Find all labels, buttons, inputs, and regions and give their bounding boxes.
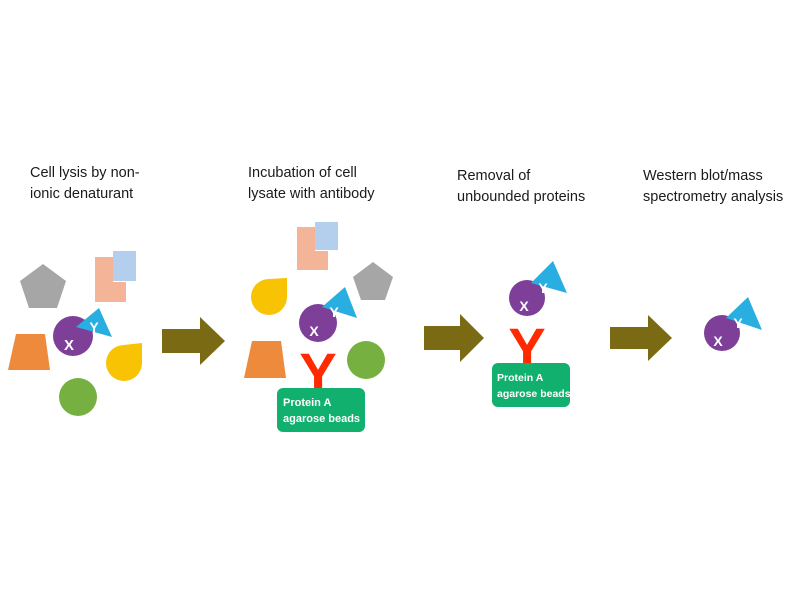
step-1-lysate: X Y xyxy=(8,251,142,416)
green-circle-protein xyxy=(347,341,385,379)
beads-box xyxy=(277,388,365,432)
step-4-analysis: X Y xyxy=(704,297,762,351)
l-shape-protein xyxy=(297,227,328,270)
arrow-3 xyxy=(610,315,672,361)
step-3-removal: X Y Y Protein A agarose beads xyxy=(492,261,571,407)
beads-label-line1: Protein A xyxy=(283,397,332,409)
protein-x-label: X xyxy=(519,298,529,314)
blue-square-protein xyxy=(113,251,136,281)
beads-label-line1: Protein A xyxy=(497,372,544,384)
protein-x-label: X xyxy=(309,323,319,339)
step-1-title: Cell lysis by non- ionic denaturant xyxy=(30,165,140,202)
step-2-incubation: X Y Y Protein A agarose beads xyxy=(244,222,393,432)
blue-square-protein xyxy=(315,222,338,250)
trapezoid-protein xyxy=(8,334,50,370)
xy-complex: X Y xyxy=(299,287,357,342)
protein-x xyxy=(299,304,337,342)
step-2-title: Incubation of cell lysate with antibody xyxy=(248,165,375,202)
xy-complex: X Y xyxy=(53,308,112,356)
protein-x xyxy=(509,280,545,316)
protein-y xyxy=(531,261,567,293)
pentagon-protein xyxy=(20,264,66,308)
beads-label-line2: agarose beads xyxy=(497,388,571,400)
protein-y xyxy=(76,308,112,337)
protein-y xyxy=(322,287,357,318)
protein-x-label: X xyxy=(64,337,74,354)
arrow-1 xyxy=(162,317,225,365)
protein-y-label: Y xyxy=(538,280,548,296)
protein-y-label: Y xyxy=(89,319,99,335)
yellow-drop-protein xyxy=(251,278,287,315)
xy-complex: X Y xyxy=(509,261,567,316)
yellow-drop-protein xyxy=(106,343,142,381)
arrow-2 xyxy=(424,314,484,362)
trapezoid-protein xyxy=(244,341,286,378)
green-circle-protein xyxy=(59,378,97,416)
protein-x-label: X xyxy=(713,333,723,349)
step-4-title: Western blot/mass spectrometry analysis xyxy=(643,168,784,205)
beads-label-line2: agarose beads xyxy=(283,413,360,425)
pentagon-protein xyxy=(353,262,393,300)
step-3-title: Removal of unbounded proteins xyxy=(457,168,586,205)
protein-a-beads: Protein A agarose beads xyxy=(277,388,365,432)
protein-y-label: Y xyxy=(329,304,339,320)
protein-y xyxy=(726,297,762,330)
protein-a-beads: Protein A agarose beads xyxy=(492,363,571,407)
l-shape-protein xyxy=(95,257,126,302)
protein-y-label: Y xyxy=(733,315,743,331)
protein-x xyxy=(704,315,740,351)
beads-box xyxy=(492,363,570,407)
